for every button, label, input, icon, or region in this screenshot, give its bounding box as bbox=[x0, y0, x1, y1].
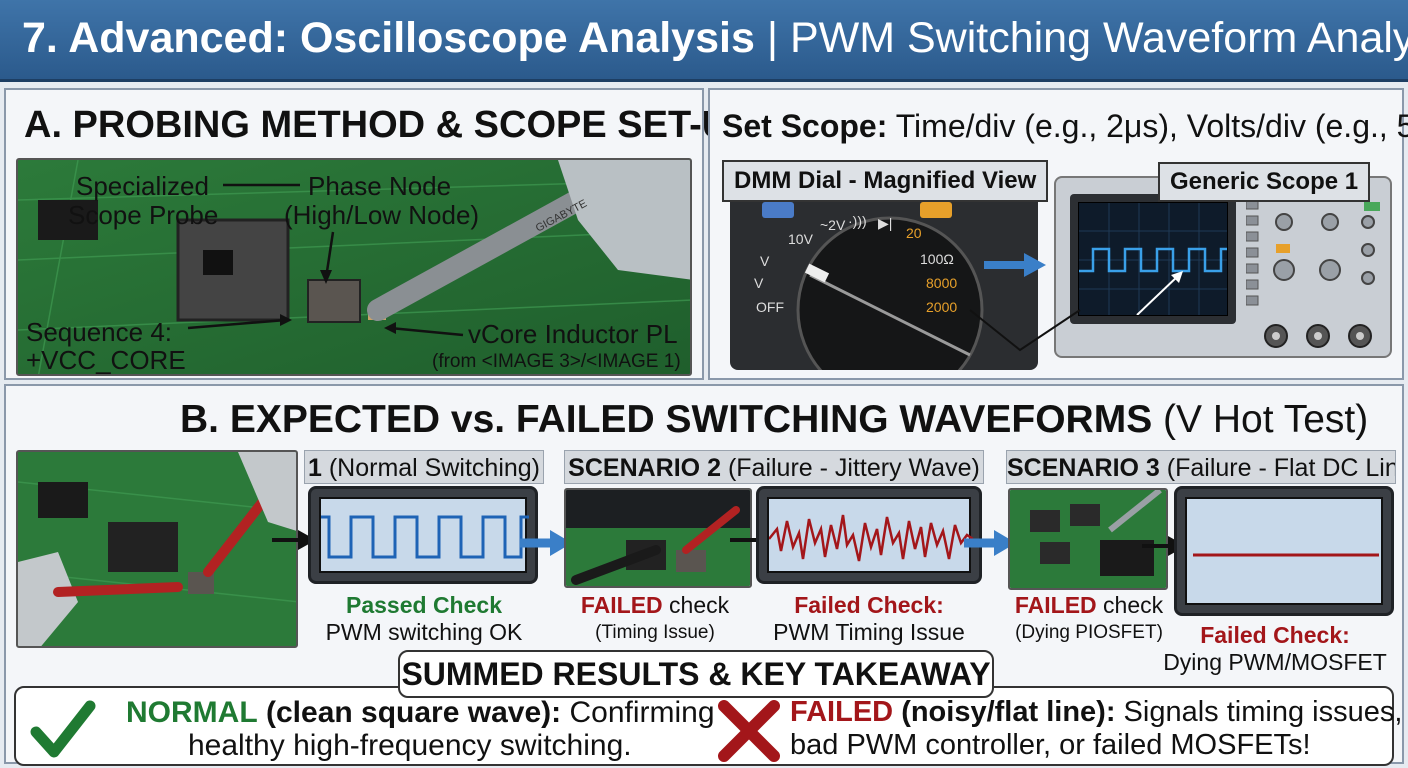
scope-title: Generic Scope 1 bbox=[1158, 162, 1371, 202]
scenario-2-result: Failed Check: PWM Timing Issue bbox=[773, 592, 965, 645]
label-from-image: (from <IMAGE 3>/<IMAGE 1) bbox=[432, 351, 681, 372]
jittery-wave bbox=[768, 514, 974, 562]
cross-icon bbox=[718, 700, 780, 762]
scope-trace bbox=[1079, 203, 1227, 315]
summary-title: SUMMED RESULTS & KEY TAKEAWAY bbox=[398, 650, 994, 698]
callout-lines bbox=[187, 183, 464, 337]
probing-photo: GIGABYTE Specialized Scope Probe Phase N… bbox=[16, 158, 692, 376]
scope-controls bbox=[1245, 199, 1382, 320]
hot-test-photo bbox=[16, 450, 298, 648]
label-specialized: Specialized bbox=[76, 171, 209, 201]
scenario-3-scope bbox=[1174, 486, 1394, 616]
scenario-2-check: FAILED check (Timing Issue) bbox=[580, 592, 730, 643]
scenario-2-scope bbox=[756, 486, 982, 584]
scenario-3-check: FAILED check (Dying PIOSFET) bbox=[1014, 592, 1164, 643]
label-sequence: Sequence 4: bbox=[26, 317, 173, 347]
arrow-right-icon bbox=[520, 530, 572, 556]
page-title: 7. Advanced: Oscilloscope Analysis | PWM… bbox=[22, 14, 1408, 62]
dmm-dial: 10V ~2V ·))) ▶| 20 V V OFF 100Ω 8000 200… bbox=[730, 190, 1038, 370]
scope-screen bbox=[1078, 202, 1228, 316]
scenario-3-photo bbox=[1008, 488, 1168, 590]
scenario-2-head: SCENARIO 2 (Failure - Jittery Wave) bbox=[564, 450, 984, 484]
summary-failed: FAILED (noisy/flat line): Signals timing… bbox=[790, 696, 1403, 761]
scenario-1-scope bbox=[308, 486, 538, 584]
check-icon bbox=[30, 700, 96, 758]
label-scope-probe: Scope Probe bbox=[68, 200, 219, 230]
scenario-1-result: Passed Check PWM switching OK bbox=[325, 592, 523, 645]
label-phase-node: Phase Node bbox=[308, 171, 452, 201]
section-a-heading: A. PROBING METHOD & SCOPE SET-UP bbox=[24, 104, 755, 146]
dmm-title: DMM Dial - Magnified View bbox=[722, 160, 1049, 202]
scenario-3-result: Failed Check: Dying PWM/MOSFET bbox=[1163, 622, 1387, 675]
flat-line bbox=[1193, 553, 1379, 557]
label-high-low-node: (High/Low Node) bbox=[284, 200, 480, 230]
arrow-right-icon bbox=[964, 530, 1016, 556]
generic-scope bbox=[1054, 176, 1392, 358]
label-vcore-inductor: vCore Inductor PL bbox=[468, 319, 678, 349]
header-banner: 7. Advanced: Oscilloscope Analysis | PWM… bbox=[0, 0, 1408, 82]
scope-setup-heading: Set Scope: Time/div (e.g., 2μs), Volts/d… bbox=[722, 108, 1408, 144]
scenario-1-head: 1 (Normal Switching) bbox=[304, 450, 544, 484]
dial-knob bbox=[796, 216, 984, 370]
label-vcc-core: +VCC_CORE bbox=[26, 345, 186, 375]
dmm-to-scope-pointer bbox=[969, 309, 1081, 352]
square-wave bbox=[321, 515, 529, 559]
summary-box bbox=[14, 686, 1394, 766]
scenario-3-head: SCENARIO 3 (Failure - Flat DC Line) bbox=[1006, 450, 1396, 484]
section-b-heading: B. EXPECTED vs. FAILED SWITCHING WAVEFOR… bbox=[180, 398, 1369, 441]
arrow-right-icon bbox=[984, 253, 1046, 277]
scenario-2-photo bbox=[564, 488, 752, 588]
summary-normal: NORMAL (clean square wave): Confirming h… bbox=[126, 696, 715, 762]
scope-connectors bbox=[1264, 324, 1372, 348]
arrow-right-icon bbox=[272, 530, 316, 550]
pcb-illustration: GIGABYTE bbox=[18, 160, 690, 374]
